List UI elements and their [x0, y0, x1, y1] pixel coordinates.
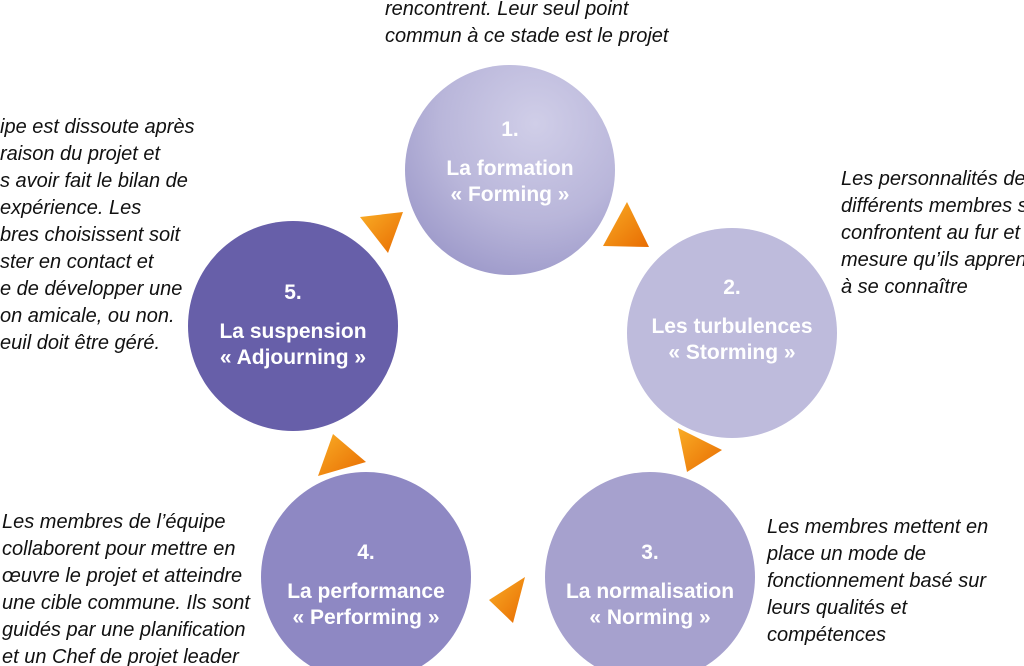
- stage-number: 3.: [641, 540, 659, 564]
- stage-circle-content: 1. La formation « Forming »: [446, 117, 573, 208]
- annotation-line: mesure qu’ils appren: [841, 249, 1024, 271]
- stage-english-name: « Performing »: [292, 605, 440, 629]
- stage-circle-content: 4. La performance « Performing »: [287, 540, 445, 631]
- stage-circle-adjourning: 5. La suspension « Adjourning »: [188, 221, 398, 431]
- annotation-line: euil doit être géré.: [0, 332, 161, 354]
- stage-name: La formation: [446, 156, 574, 180]
- stage-name: La suspension: [219, 319, 367, 343]
- annotation-line: expérience. Les: [0, 197, 142, 219]
- annotation-line: œuvre le projet et atteindre: [2, 565, 243, 587]
- stage-circle-content: 5. La suspension « Adjourning »: [219, 280, 366, 371]
- annotation-bottom-left: Les membres de l’équipe collaborent pour…: [2, 509, 250, 666]
- stage-english-name: « Storming »: [668, 340, 796, 364]
- stage-circle-performing: 4. La performance « Performing »: [261, 472, 471, 666]
- annotation-line: Les membres de l’équipe: [2, 511, 226, 533]
- stage-number: 5.: [284, 280, 302, 304]
- annotation-line: ster en contact et: [0, 251, 154, 273]
- annotation-line: raison du projet et: [0, 143, 161, 165]
- stage-circle-norming: 3. La normalisation « Norming »: [545, 472, 755, 666]
- annotation-line: une cible commune. Ils sont: [2, 592, 250, 614]
- annotation-line: place un mode de: [767, 543, 927, 565]
- annotation-top: rencontrent. Leur seul point commun à ce…: [385, 0, 668, 50]
- stage-circle-forming: 1. La formation « Forming »: [405, 65, 615, 275]
- stage-name: La normalisation: [565, 579, 735, 603]
- annotation-line: collaborent pour mettre en: [2, 538, 236, 560]
- annotation-line: s avoir fait le bilan de: [0, 170, 188, 192]
- stage-number: 1.: [501, 117, 519, 141]
- cycle-arrow-between-storming-and-norming: [678, 428, 722, 472]
- annotation-line: à se connaître: [841, 276, 968, 298]
- cycle-arrow-between-performing-and-adjourning: [318, 434, 366, 476]
- annotation-line: bres choisissent soit: [0, 224, 181, 246]
- annotation-left: ipe est dissoute après raison du projet …: [0, 114, 195, 357]
- annotation-line: Les personnalités de: [841, 168, 1024, 190]
- annotation-line: guidés par une planification: [2, 619, 246, 641]
- annotation-line: différents membres s: [841, 195, 1024, 217]
- annotation-line: on amicale, ou non.: [0, 305, 175, 327]
- stage-name: La performance: [287, 579, 445, 603]
- stage-english-name: « Forming »: [450, 182, 570, 206]
- annotation-line: fonctionnement basé sur: [767, 570, 987, 592]
- stage-number: 4.: [357, 540, 375, 564]
- annotation-line: compétences: [767, 624, 886, 646]
- annotation-right: Les personnalités de différents membres …: [841, 166, 1024, 301]
- annotation-line: rencontrent. Leur seul point: [385, 0, 629, 20]
- annotation-line: leurs qualités et: [767, 597, 908, 619]
- annotation-bottom-right: Les membres mettent en place un mode de …: [767, 514, 988, 649]
- cycle-arrow-between-forming-and-storming: [603, 202, 649, 247]
- stage-circle-content: 3. La normalisation « Norming »: [566, 540, 734, 631]
- annotation-line: et un Chef de projet leader: [2, 646, 239, 666]
- stage-circle-storming: 2. Les turbulences « Storming »: [627, 228, 837, 438]
- cycle-arrow-between-norming-and-performing: [489, 577, 525, 623]
- stage-english-name: « Norming »: [589, 605, 711, 629]
- cycle-arrow-between-adjourning-and-forming: [360, 212, 403, 253]
- stage-name: Les turbulences: [651, 314, 813, 338]
- annotation-line: Les membres mettent en: [767, 516, 989, 538]
- stage-circle-content: 2. Les turbulences « Storming »: [651, 275, 812, 366]
- annotation-line: confrontent au fur et: [841, 222, 1021, 244]
- annotation-line: e de développer une: [0, 278, 183, 300]
- annotation-line: ipe est dissoute après: [0, 116, 195, 138]
- stage-number: 2.: [723, 275, 741, 299]
- stage-english-name: « Adjourning »: [219, 345, 367, 369]
- annotation-line: commun à ce stade est le projet: [385, 25, 669, 47]
